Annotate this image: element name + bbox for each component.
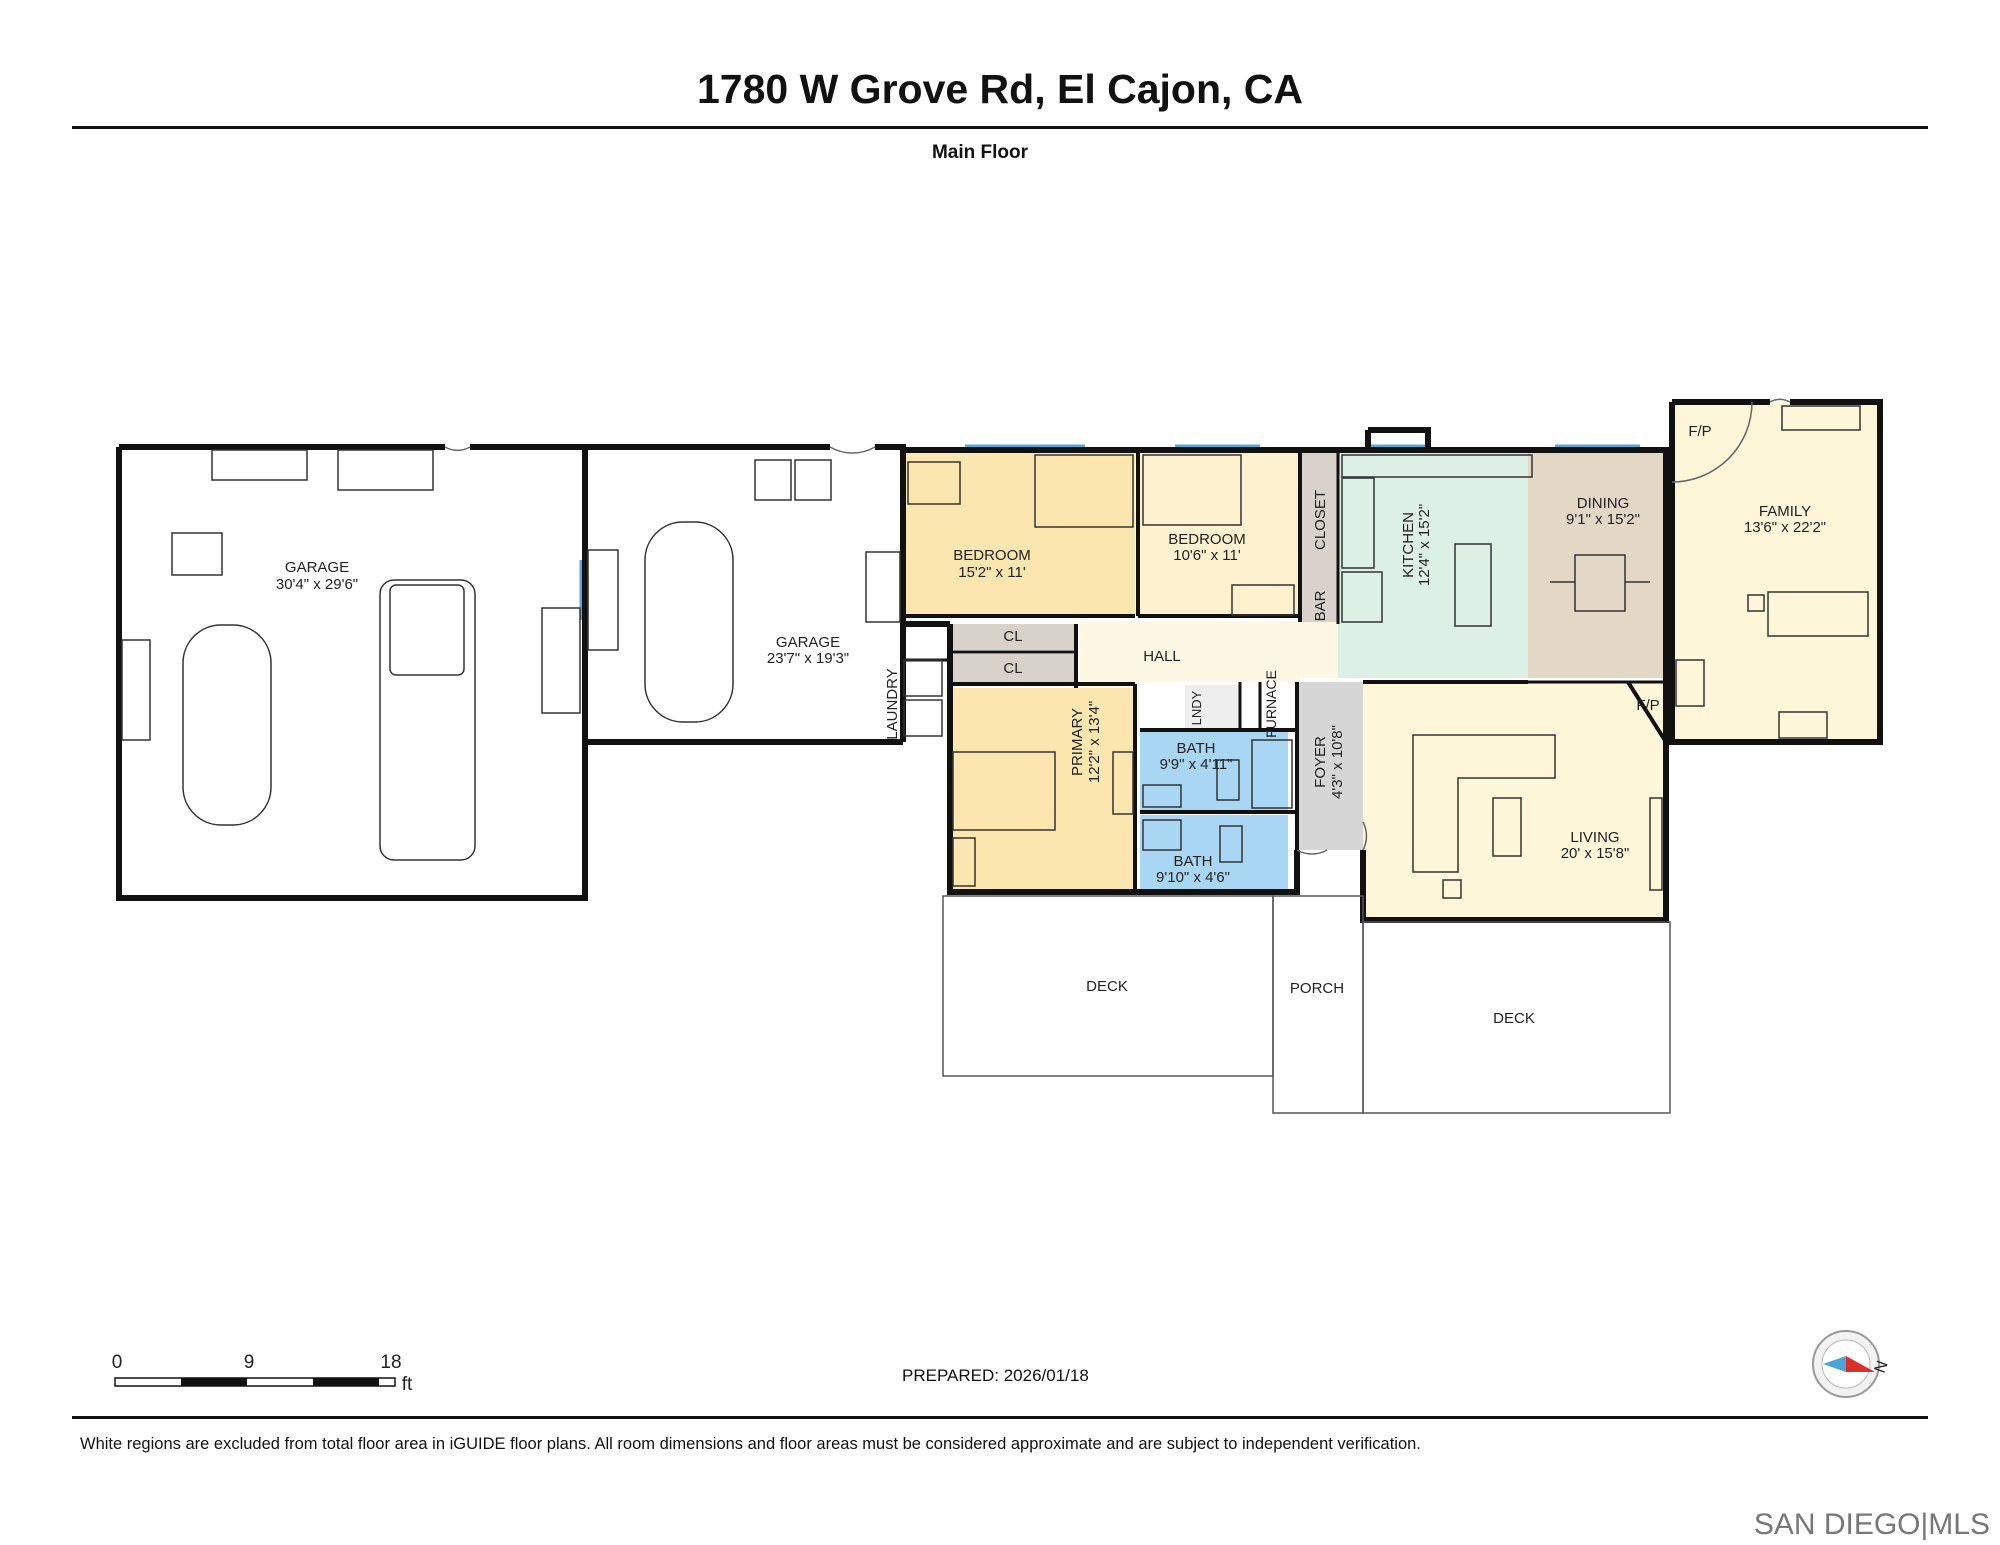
room-labels: GARAGE 30'4" x 29'6" GARAGE 23'7" x 19'3… [276, 423, 1826, 1027]
dining-dims: 9'1" x 15'2" [1566, 511, 1640, 528]
compass-label: N [1872, 1359, 1892, 1376]
kitchen-fill [1338, 450, 1528, 678]
closet-fill [1302, 450, 1338, 588]
fp2-name: F/P [1636, 697, 1659, 714]
brand-logo: SAN DIEGO|MLS [1753, 1508, 1990, 1541]
hall-fill [1080, 622, 1338, 730]
kitchen-name: KITCHEN [1400, 512, 1417, 578]
fp1-name: F/P [1688, 423, 1711, 440]
bedroom2-dims: 10'6" x 11' [1173, 547, 1241, 564]
bath1-fill [1140, 732, 1288, 810]
family-name: FAMILY [1759, 503, 1811, 520]
hall-name: HALL [1143, 648, 1181, 665]
bar-fill [1302, 588, 1338, 624]
cl1-fill [950, 624, 1076, 650]
deck2-name: DECK [1493, 1010, 1535, 1027]
foyer-name: FOYER [1312, 736, 1329, 788]
furnace-name: FURNACE [1263, 670, 1279, 738]
laundry-name: LAUNDRY [884, 668, 901, 739]
primary-fill [950, 688, 1135, 890]
bedroom1-dims: 15'2" x 11' [958, 564, 1026, 581]
foyer-dims: 4'3" x 10'8" [1329, 725, 1346, 799]
floor-label: Main Floor [931, 142, 1029, 163]
compass-icon: N [1812, 1330, 1892, 1398]
garage1-dims: 30'4" x 29'6" [276, 576, 358, 593]
bedroom1-name: BEDROOM [953, 547, 1031, 564]
primary-dims: 12'2" x 13'4" [1086, 701, 1103, 783]
garage1-name: GARAGE [285, 559, 349, 576]
scale-unit: ft [402, 1374, 413, 1395]
garage2-name: GARAGE [776, 634, 840, 651]
doors [444, 398, 1791, 855]
lndy-name: LNDY [1189, 690, 1204, 725]
room-fills [903, 402, 1880, 920]
fixtures [121, 405, 1869, 899]
bath1-name: BATH [1177, 740, 1216, 757]
porch-name: PORCH [1290, 980, 1344, 997]
prepared-date: PREPARED: 2026/01/18 [902, 1366, 1089, 1385]
living-name: LIVING [1570, 829, 1619, 846]
closet-name: CLOSET [1312, 490, 1329, 550]
garage2-dims: 23'7" x 19'3" [767, 650, 849, 667]
lndy-fill [1185, 685, 1240, 730]
dining-name: DINING [1577, 495, 1630, 512]
bath2-dims: 9'10" x 4'6" [1156, 869, 1230, 886]
living-dims: 20' x 15'8" [1561, 845, 1630, 862]
cl2-fill [950, 654, 1076, 682]
family-dims: 13'6" x 22'2" [1744, 519, 1826, 536]
scale-tick-0: 0 [112, 1352, 123, 1373]
living-fill [1363, 682, 1666, 920]
scale-tick-18: 18 [380, 1352, 401, 1373]
deck1-name: DECK [1086, 978, 1128, 995]
bottom-rule [72, 1416, 1928, 1419]
bedroom1-fill [903, 450, 1135, 616]
bath2-fill [1140, 815, 1288, 889]
primary-name: PRIMARY [1069, 708, 1086, 776]
bath2-name: BATH [1174, 853, 1213, 870]
bar-name: BAR [1312, 590, 1329, 621]
family-fill [1672, 402, 1880, 742]
dining-fill [1528, 450, 1666, 678]
bath1-dims: 9'9" x 4'11" [1160, 756, 1233, 773]
scale-tick-9: 9 [244, 1352, 255, 1373]
outdoor-outlines [942, 895, 1671, 1114]
page-title: 1780 W Grove Rd, El Cajon, CA [696, 66, 1304, 112]
kitchen-dims: 12'4" x 15'2" [1416, 504, 1433, 586]
bedroom2-name: BEDROOM [1168, 531, 1246, 548]
walls [116, 399, 1883, 923]
bedroom2-fill [1138, 450, 1300, 616]
top-rule [72, 126, 1928, 129]
cl2-name: CL [1003, 660, 1022, 677]
cl1-name: CL [1003, 628, 1022, 645]
disclaimer-text: White regions are excluded from total fl… [80, 1435, 1421, 1453]
scale-bar: 0 9 18 ft [112, 1352, 413, 1395]
foyer-fill [1297, 682, 1363, 850]
